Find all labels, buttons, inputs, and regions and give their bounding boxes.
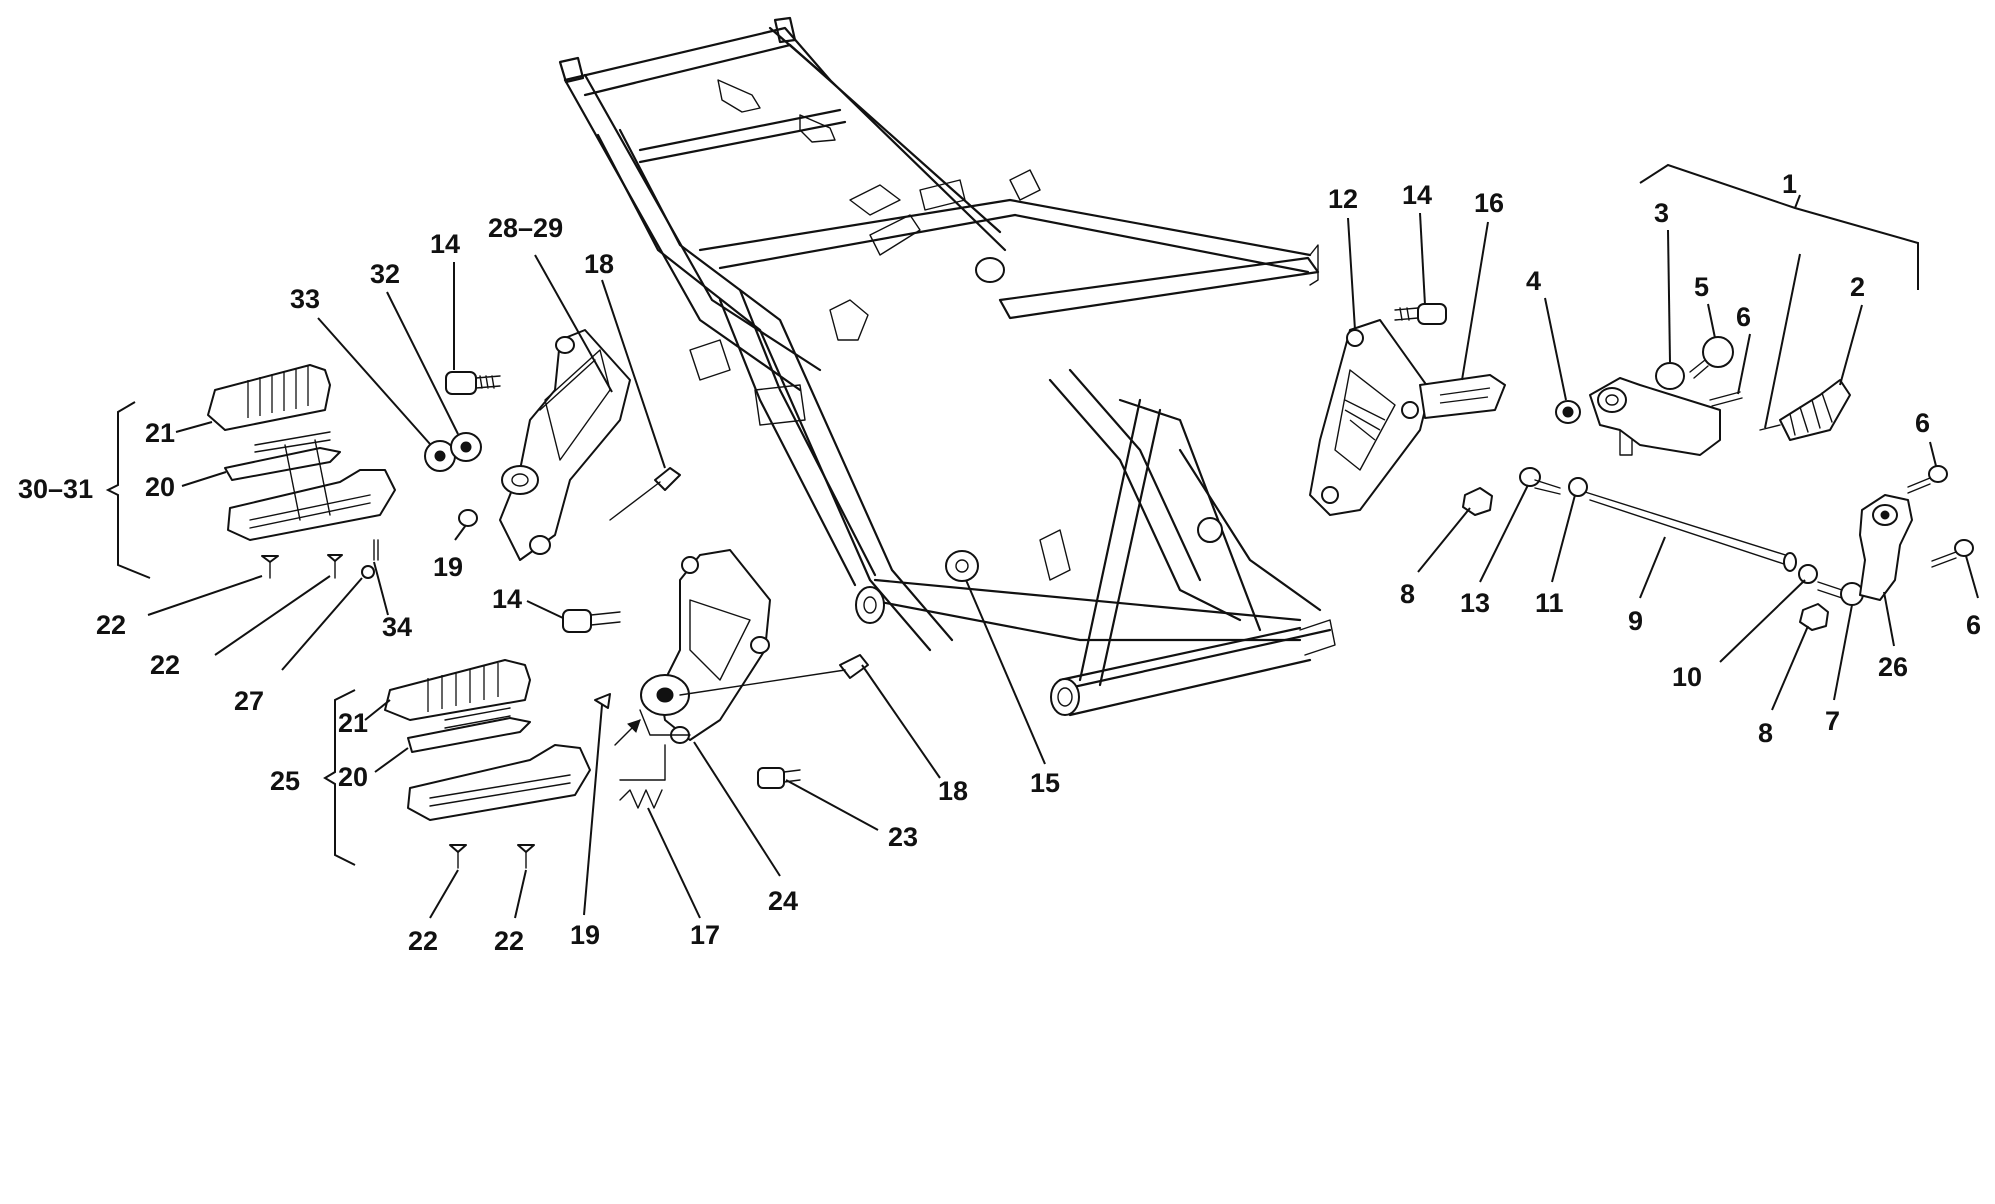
label-13: 13 (1460, 588, 1490, 618)
label-30-31: 30–31 (18, 474, 93, 504)
label-2: 2 (1850, 272, 1865, 302)
group-braces (105, 163, 1919, 866)
label-17: 17 (690, 920, 720, 950)
pin-18-upper (609, 467, 681, 521)
part-labels: 1 3 2 5 6 4 12 14 16 6 6 8 13 11 9 10 26… (18, 169, 1981, 956)
label-22-b: 22 (150, 650, 180, 680)
label-22-c: 22 (408, 926, 438, 956)
label-28-29: 28–29 (488, 213, 563, 243)
label-16: 16 (1474, 188, 1504, 218)
leader-lines (147, 212, 1979, 919)
label-6-right-bottom: 6 (1966, 610, 1981, 640)
label-8-upper: 8 (1400, 579, 1415, 609)
pin-18-lower (679, 654, 869, 696)
label-1: 1 (1782, 169, 1797, 199)
clip-19-lower (594, 693, 641, 746)
label-7: 7 (1825, 706, 1840, 736)
label-19-lower: 19 (570, 920, 600, 950)
label-9: 9 (1628, 606, 1643, 636)
bolt-14-upper-left (445, 371, 501, 395)
label-24: 24 (768, 886, 798, 916)
label-19-upper: 19 (433, 552, 463, 582)
bolt-23 (757, 767, 801, 789)
label-4: 4 (1526, 266, 1541, 296)
spacer-15 (945, 550, 979, 582)
clip-19-upper (458, 509, 478, 527)
label-6-upper: 6 (1736, 302, 1751, 332)
label-32: 32 (370, 259, 400, 289)
label-27: 27 (234, 686, 264, 716)
label-21-upper: 21 (145, 418, 175, 448)
label-8-lower: 8 (1758, 718, 1773, 748)
left-rear-footpeg-bracket (499, 329, 631, 561)
label-33: 33 (290, 284, 320, 314)
label-25: 25 (270, 766, 300, 796)
label-5: 5 (1694, 272, 1709, 302)
label-22-a: 22 (96, 610, 126, 640)
label-12: 12 (1328, 184, 1358, 214)
label-3: 3 (1654, 198, 1669, 228)
front-left-footpeg-bracket (639, 549, 771, 744)
label-10: 10 (1672, 662, 1702, 692)
spring-17 (619, 744, 666, 809)
bolt-14-lower (562, 609, 621, 633)
washers-32-33 (424, 432, 482, 472)
label-21-lower: 21 (338, 708, 368, 738)
label-20-upper: 20 (145, 472, 175, 502)
motorcycle-frame (558, 16, 1336, 717)
label-26: 26 (1878, 652, 1908, 682)
label-15: 15 (1030, 768, 1060, 798)
footpeg-assembly-30-31 (207, 364, 396, 579)
label-6-right-top: 6 (1915, 408, 1930, 438)
shift-linkage-assembly (1462, 336, 1974, 631)
label-18-lower: 18 (938, 776, 968, 806)
label-14-lower: 14 (492, 584, 522, 614)
footpeg-assembly-25 (384, 659, 591, 869)
right-footpeg-plate (1309, 303, 1506, 516)
label-14-right: 14 (1402, 180, 1432, 210)
label-22-d: 22 (494, 926, 524, 956)
label-34: 34 (382, 612, 412, 642)
label-11: 11 (1535, 588, 1564, 618)
label-20-lower: 20 (338, 762, 368, 792)
label-14-upper: 14 (430, 229, 460, 259)
label-23: 23 (888, 822, 918, 852)
label-18-upper: 18 (584, 249, 614, 279)
